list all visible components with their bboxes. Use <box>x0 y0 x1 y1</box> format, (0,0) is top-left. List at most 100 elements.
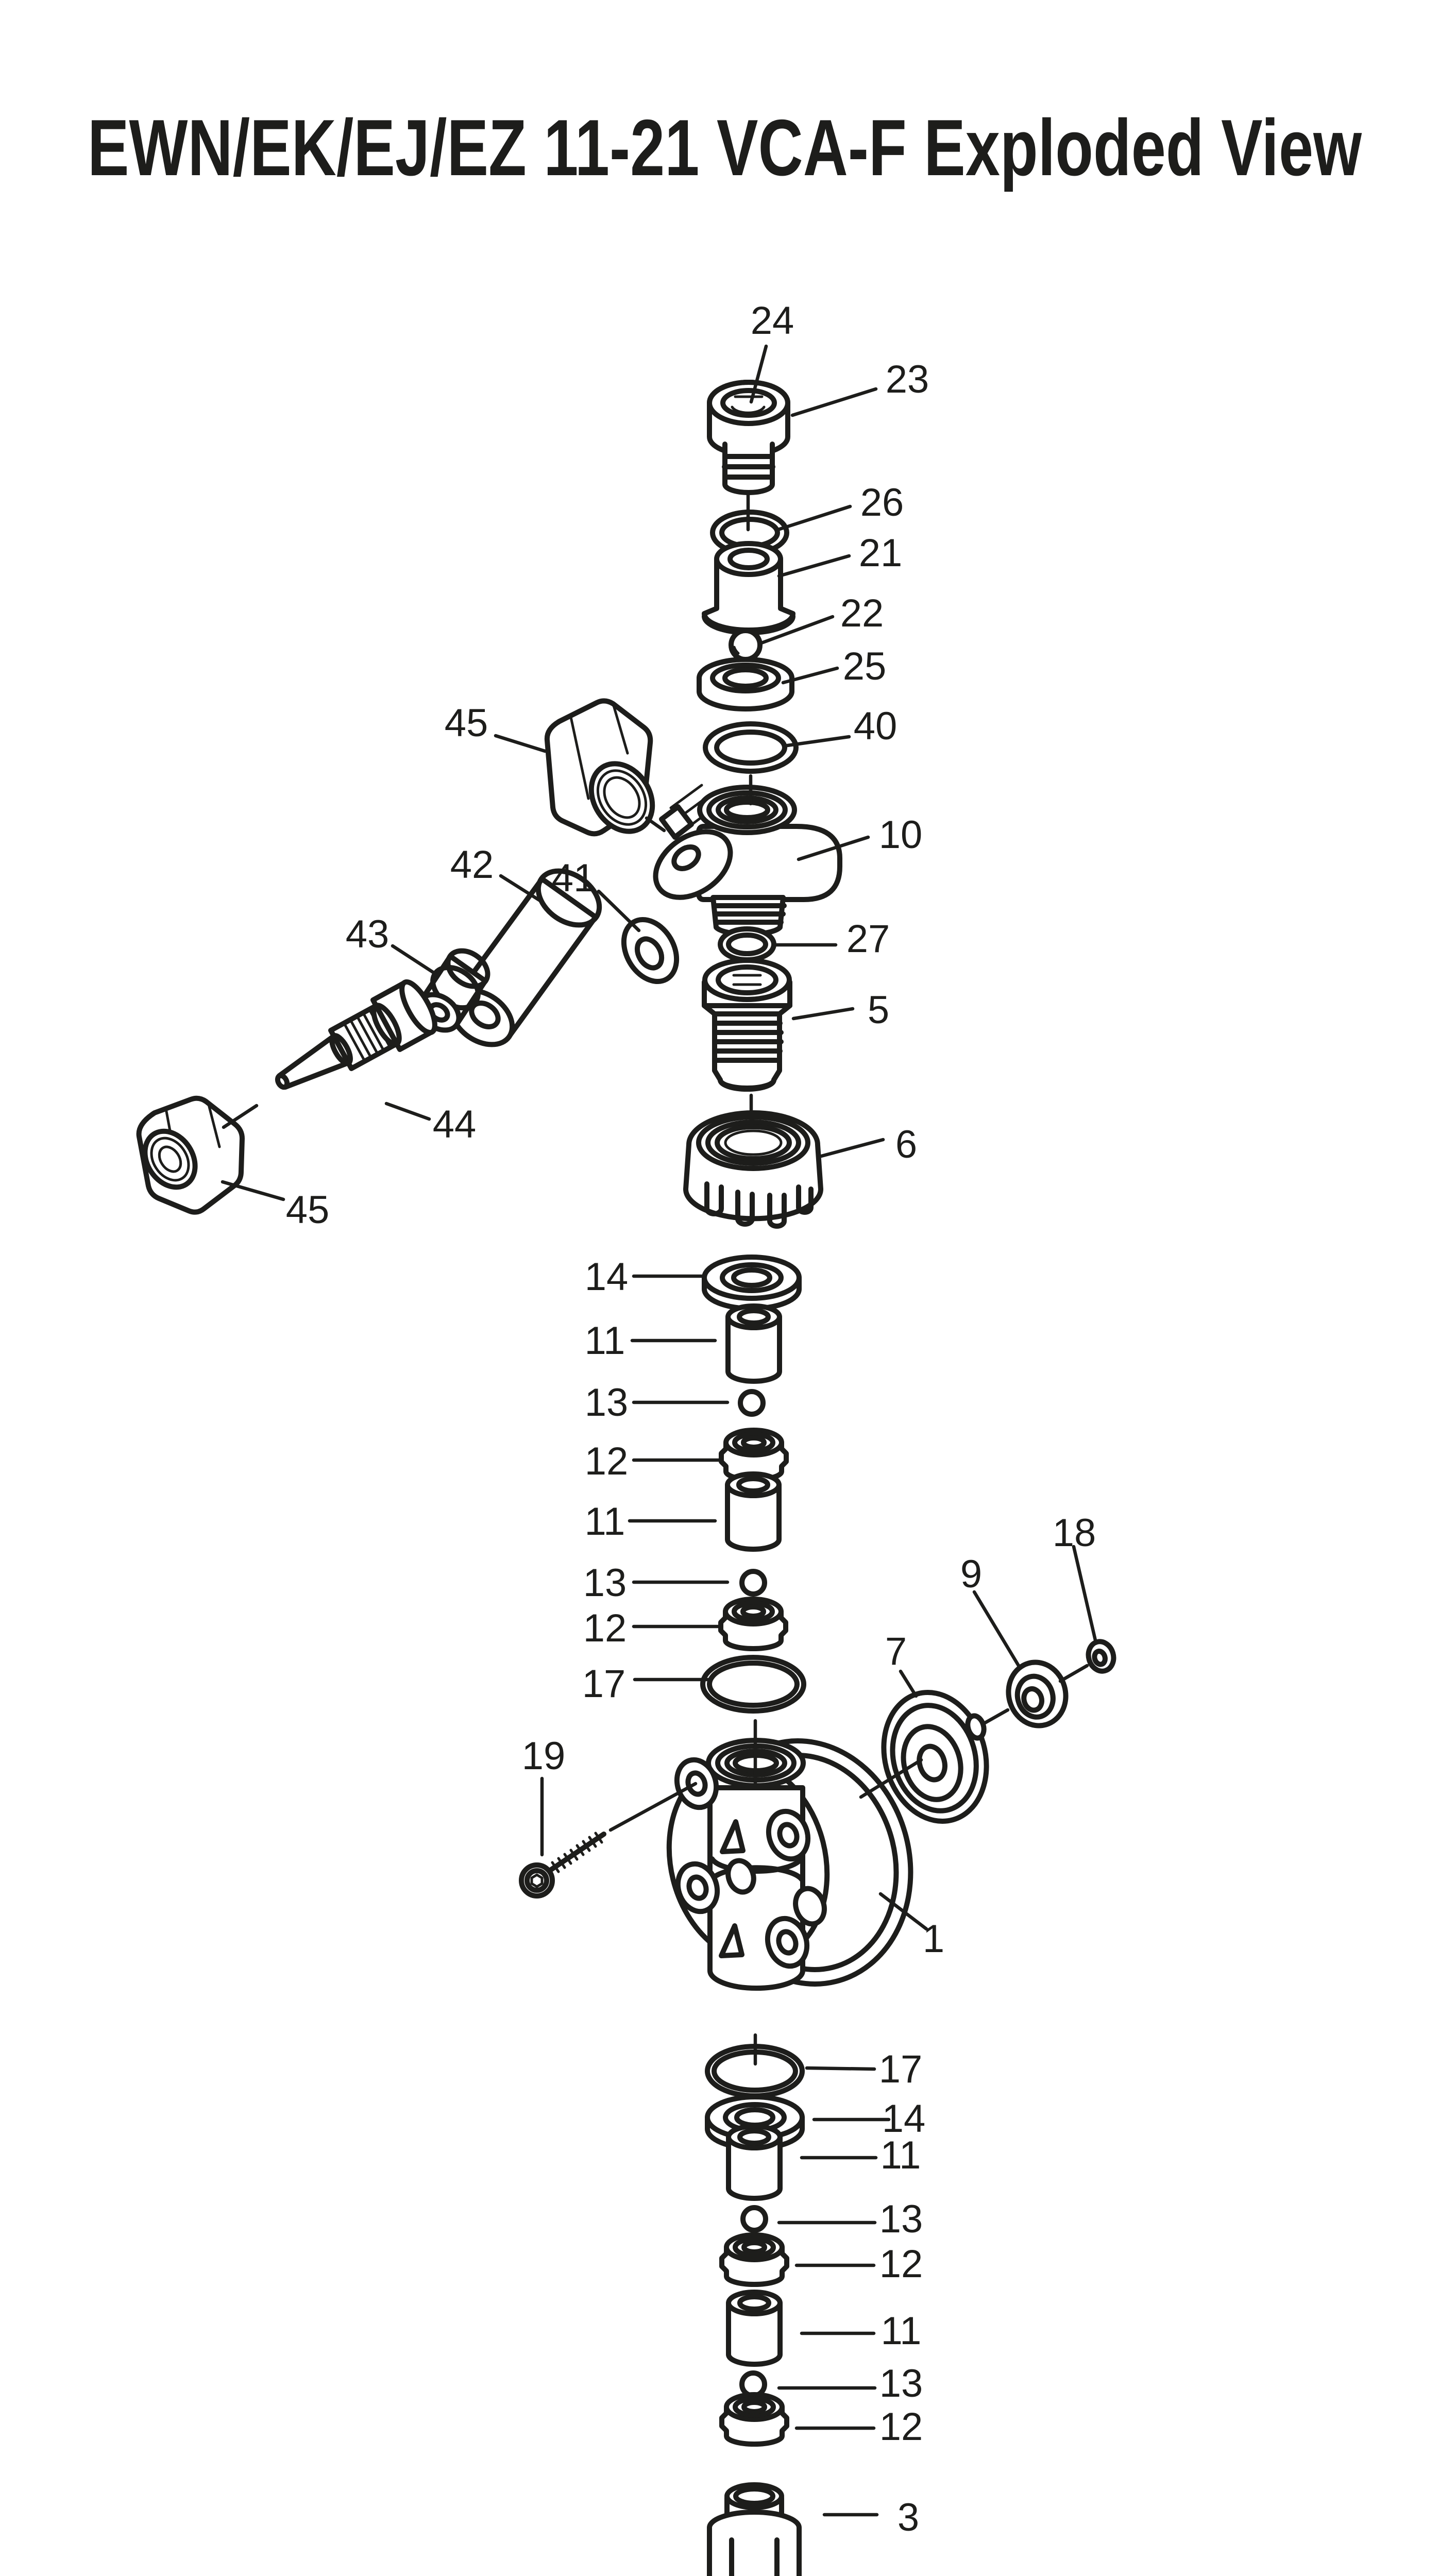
callout-24: 24 <box>751 299 794 343</box>
part-18-washer <box>1086 1639 1116 1674</box>
callout-22: 22 <box>840 591 884 635</box>
callout-43: 43 <box>346 912 390 956</box>
part-21-vent-bushing <box>702 541 795 635</box>
callout-leader-41 <box>597 889 641 933</box>
callout-23: 23 <box>886 358 929 401</box>
part-12-valve-seat <box>719 2232 789 2287</box>
callout-leader-6 <box>819 1138 885 1158</box>
callout-leader-21 <box>777 554 851 578</box>
part-13-ball <box>739 1569 767 1597</box>
part-45-coupling-nut-top <box>544 698 655 837</box>
part-13-ball <box>740 2205 768 2233</box>
callout-14: 14 <box>882 2097 926 2141</box>
callout-12: 12 <box>583 1606 627 1650</box>
part-22-ball <box>729 628 763 662</box>
callout-5: 5 <box>868 988 889 1032</box>
part-23-air-vent-plug <box>707 380 790 495</box>
callout-13: 13 <box>583 1561 627 1605</box>
part-11-valve-cartridge <box>726 2290 783 2367</box>
callout-leader-22 <box>759 615 835 645</box>
part-41-washer <box>621 917 680 985</box>
callout-10: 10 <box>879 813 923 857</box>
part-25-valve-seat <box>697 657 794 711</box>
callout-11: 11 <box>881 2133 921 2177</box>
callout-leader-9 <box>972 1590 1022 1670</box>
callout-12: 12 <box>879 2405 923 2449</box>
callout-leader-7 <box>899 1669 918 1698</box>
callout-leader-10 <box>797 835 870 861</box>
callout-leader-42 <box>499 874 542 903</box>
callout-45: 45 <box>286 1188 330 1232</box>
part-12-valve-seat <box>719 1428 789 1482</box>
part-19-screw <box>519 1832 606 1899</box>
callout-leader-5 <box>791 1007 855 1021</box>
callout-26: 26 <box>860 481 904 524</box>
callout-leader-45 <box>494 734 547 753</box>
part-45-coupling-nut-bottom <box>136 1095 245 1215</box>
callout-9: 9 <box>960 1552 982 1596</box>
part-10-valve-body <box>653 784 842 937</box>
callout-leader-23 <box>790 387 878 417</box>
part-13-ball <box>738 1389 766 1417</box>
callout-14: 14 <box>585 1255 629 1299</box>
axis-line-8 <box>982 1708 1010 1725</box>
callout-leader-26 <box>776 504 852 532</box>
callout-42: 42 <box>450 843 494 887</box>
callout-leader-1 <box>878 1892 928 1931</box>
part-12-valve-seat <box>719 2392 789 2447</box>
callout-11: 11 <box>585 1500 625 1544</box>
part-9-backup-washer <box>1006 1659 1069 1728</box>
callout-11: 11 <box>881 2309 922 2353</box>
callout-12: 12 <box>585 1439 629 1483</box>
part-5-discharge-fitting <box>702 958 792 1092</box>
callout-12: 12 <box>879 2242 923 2286</box>
callout-17: 17 <box>582 1662 626 1706</box>
callout-leader-18 <box>1072 1545 1098 1645</box>
callout-17: 17 <box>879 2047 923 2091</box>
callout-1: 1 <box>923 1917 944 1961</box>
part-11-valve-cartridge <box>725 1471 782 1552</box>
part-3-union-fitting <box>707 2482 802 2576</box>
callout-25: 25 <box>843 645 887 688</box>
part-27-o-ring <box>718 926 776 962</box>
callout-13: 13 <box>879 2362 923 2405</box>
callout-leader-24 <box>749 344 768 404</box>
callout-leader-17 <box>805 2066 876 2071</box>
callout-leader-40 <box>785 735 851 748</box>
callout-13: 13 <box>585 1381 629 1425</box>
callout-41: 41 <box>552 856 596 900</box>
callout-21: 21 <box>859 531 903 575</box>
axis-line-3 <box>222 1104 259 1129</box>
callout-18: 18 <box>1053 1511 1096 1555</box>
callout-6: 6 <box>895 1123 917 1166</box>
callout-19: 19 <box>522 1734 566 1778</box>
callout-13: 13 <box>879 2197 923 2241</box>
axis-line-6 <box>608 1782 698 1832</box>
part-6-lock-nut <box>683 1110 823 1229</box>
callout-44: 44 <box>433 1103 477 1146</box>
callout-45: 45 <box>445 701 488 745</box>
part-14-seat-washer <box>702 1255 802 1311</box>
part-12-valve-seat <box>718 1597 788 1651</box>
axis-line-2 <box>645 816 666 833</box>
part-17-o-ring <box>700 1655 806 1714</box>
part-11-valve-cartridge <box>726 2124 783 2201</box>
callout-leader-25 <box>781 666 839 685</box>
callout-7: 7 <box>885 1630 907 1673</box>
callout-40: 40 <box>854 704 898 748</box>
part-11-valve-cartridge <box>725 1303 782 1384</box>
axis-line-9 <box>1058 1664 1089 1683</box>
callout-leader-43 <box>391 944 439 977</box>
callout-leader-45 <box>221 1180 285 1201</box>
part-7-diaphragm <box>881 1690 989 1824</box>
callout-leader-44 <box>384 1101 431 1121</box>
axis-line-7 <box>859 1758 923 1799</box>
part-40-o-ring <box>703 721 799 774</box>
assembly-axis-lines <box>222 490 1089 2066</box>
page-title: EWN/EK/EJ/EZ 11-21 VCA-F Exploded View <box>88 103 1362 192</box>
callout-27: 27 <box>846 917 890 961</box>
callout-3: 3 <box>898 2496 919 2539</box>
part-44-injection-fitting <box>275 979 437 1090</box>
